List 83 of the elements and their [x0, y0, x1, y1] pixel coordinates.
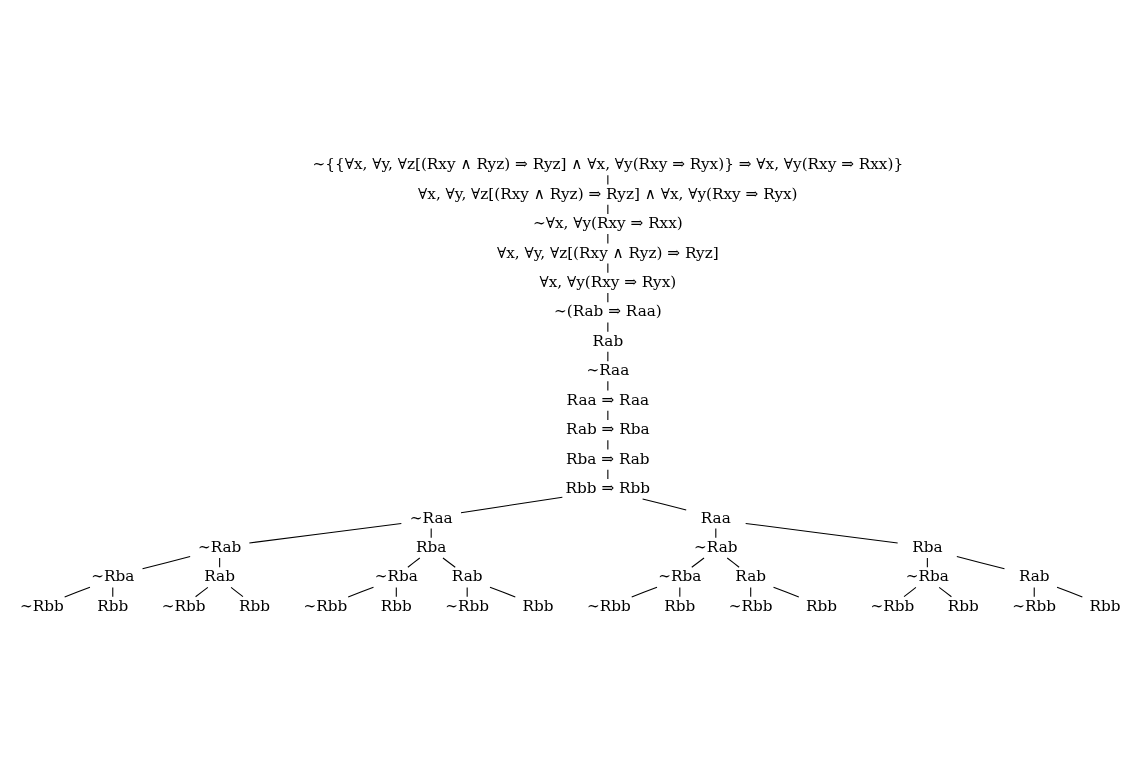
connector: [956, 555, 1005, 569]
connector: [607, 350, 609, 362]
node-text: ∼Rbb: [728, 596, 773, 615]
node-text: Rab: [735, 566, 767, 585]
connector: [607, 439, 609, 450]
connector: [347, 586, 375, 598]
node-text: Rba: [416, 537, 447, 556]
node-text: Rab: [1018, 566, 1050, 585]
node-text: ∼Rbb: [445, 596, 490, 615]
connector: [395, 586, 397, 597]
connector: [430, 527, 432, 538]
node-text: Rbb: [806, 596, 838, 615]
connector: [772, 586, 800, 598]
connector: [64, 586, 91, 598]
connector: [142, 555, 191, 569]
node-text: ∼Rba: [374, 566, 418, 585]
node-text: ∀x, ∀y(Rxy ⇒ Ryx): [539, 272, 677, 291]
node-text: ∼Raa: [586, 360, 630, 379]
node-text: Raa ⇒ Raa: [566, 390, 650, 409]
connector: [460, 496, 563, 513]
node-text: Rbb: [97, 596, 129, 615]
node-text: Rbb: [522, 596, 554, 615]
connector: [938, 586, 952, 597]
connector: [631, 586, 658, 598]
connector: [726, 556, 740, 568]
node-text: Rbb: [664, 596, 696, 615]
node-text: Rab: [451, 566, 483, 585]
node-text: ∼Raa: [409, 508, 453, 527]
connector: [607, 321, 609, 332]
connector: [607, 174, 609, 185]
connector: [1033, 586, 1035, 597]
connector: [715, 527, 717, 538]
connector: [607, 233, 609, 244]
connector: [607, 468, 609, 479]
node-text: Rba ⇒ Rab: [566, 449, 650, 468]
node-text: ∼Rbb: [1012, 596, 1057, 615]
node-text: Rbb: [947, 596, 979, 615]
connector: [489, 586, 516, 598]
connector: [691, 556, 705, 568]
node-text: ∀x, ∀y, ∀z[(Rxy ∧ Ryz) ⇒ Ryz]: [496, 243, 719, 262]
node-text: ∼Rab: [197, 537, 242, 556]
connector: [112, 586, 114, 597]
connector: [219, 556, 221, 568]
node-text: Rbb ⇒ Rbb: [565, 478, 651, 497]
node-text: Rbb: [380, 596, 412, 615]
connector: [642, 497, 687, 510]
node-text: ∼∀x, ∀y(Rxy ⇒ Rxx): [532, 213, 683, 232]
node-text: ∀x, ∀y, ∀z[(Rxy ∧ Ryz) ⇒ Ryz] ∧ ∀x, ∀y(Rxy ⇒ Ryx): [418, 184, 798, 203]
node-text: Rbb: [1089, 596, 1121, 615]
connector: [679, 586, 681, 597]
connector: [195, 586, 209, 597]
connector: [407, 556, 421, 568]
node-text: ∼(Rab ⇒ Raa): [553, 301, 662, 320]
connector: [607, 291, 609, 303]
node-text: ∼Rba: [91, 566, 135, 585]
connector: [442, 556, 456, 568]
connector: [745, 522, 899, 544]
connector: [1056, 586, 1083, 598]
connector: [607, 409, 609, 421]
node-text: ∼Rbb: [870, 596, 915, 615]
connector: [607, 262, 609, 273]
connector: [230, 586, 244, 597]
node-text: Rab: [204, 566, 235, 585]
connector: [903, 586, 917, 597]
connector: [926, 556, 928, 568]
node-text: Rbb: [239, 596, 271, 615]
connector: [607, 380, 609, 391]
node-text: Rab: [592, 331, 624, 350]
node-text: ∼Rba: [658, 566, 702, 585]
node-text: ∼Rbb: [19, 596, 64, 615]
connector: [750, 586, 752, 597]
node-text: Raa: [700, 508, 731, 527]
node-text: ∼{{∀x, ∀y, ∀z[(Rxy ∧ Ryz) ⇒ Ryz] ∧ ∀x, ∀y(Rxy ⇒ Ryx)} ⇒ ∀x, ∀y(Rxy ⇒ Rxx)}: [312, 154, 904, 173]
node-text: ∼Rbb: [303, 596, 348, 615]
connector: [607, 203, 609, 214]
node-text: Rba: [912, 537, 943, 556]
node-text: ∼Rab: [694, 537, 738, 556]
connector: [248, 522, 402, 544]
connector: [466, 586, 468, 597]
node-text: ∼Rba: [905, 566, 949, 585]
node-text: Rab ⇒ Rba: [566, 419, 650, 438]
node-text: ∼Rbb: [161, 596, 206, 615]
node-text: ∼Rbb: [587, 596, 631, 615]
